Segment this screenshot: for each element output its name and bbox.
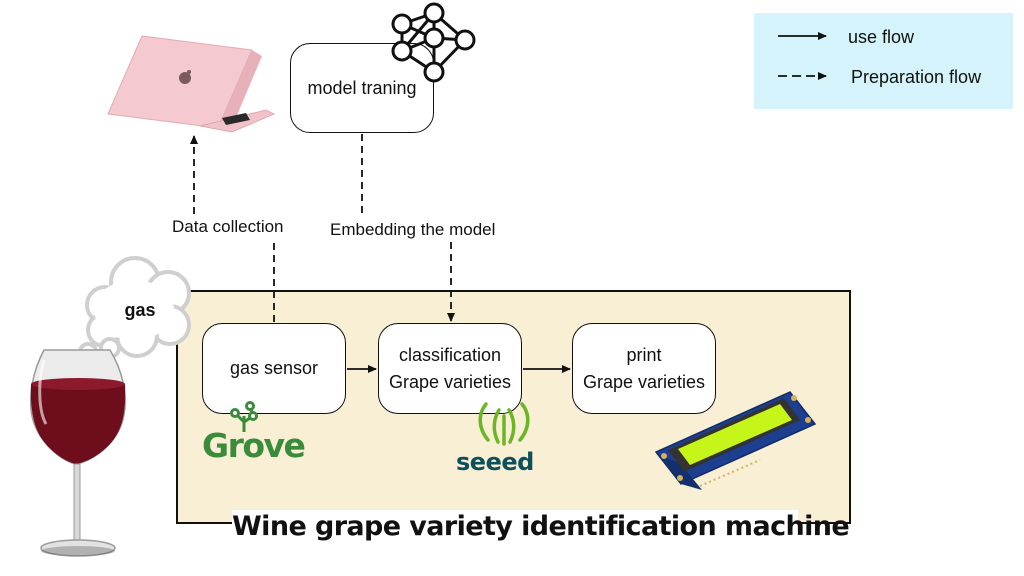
- print-label-line2: Grape varieties: [582, 371, 706, 392]
- legend-preparation-flow-label: Preparation flow: [851, 67, 982, 87]
- seeed-logo-icon: [478, 402, 530, 446]
- gas-sensor-label: gas sensor: [229, 358, 319, 378]
- classification-label-line1: classification: [398, 344, 502, 365]
- legend-panel: [754, 13, 1013, 109]
- print-node: print Grape varieties: [572, 323, 716, 414]
- grove-logo-text: Grove: [202, 426, 306, 465]
- seeed-logo-text: seeed: [456, 448, 534, 476]
- lcd-display-icon: [654, 391, 817, 490]
- machine-title: Wine grape variety identification machin…: [232, 510, 850, 544]
- model-training-label: model traning: [307, 77, 417, 98]
- neural-network-icon: [391, 2, 476, 83]
- gas-sensor-node: gas sensor: [202, 323, 346, 414]
- gas-label: gas: [124, 300, 156, 320]
- data-collection-label: Data collection: [172, 217, 284, 237]
- classification-node: classification Grape varieties: [378, 323, 522, 414]
- classification-label-line2: Grape varieties: [388, 371, 512, 392]
- grove-logo-icon: [230, 401, 258, 432]
- print-label-line1: print: [626, 344, 662, 365]
- laptop-icon: [107, 35, 275, 133]
- embedding-model-label: Embedding the model: [330, 220, 496, 240]
- wine-glass-icon: [30, 349, 126, 557]
- legend-use-flow-label: use flow: [848, 27, 915, 47]
